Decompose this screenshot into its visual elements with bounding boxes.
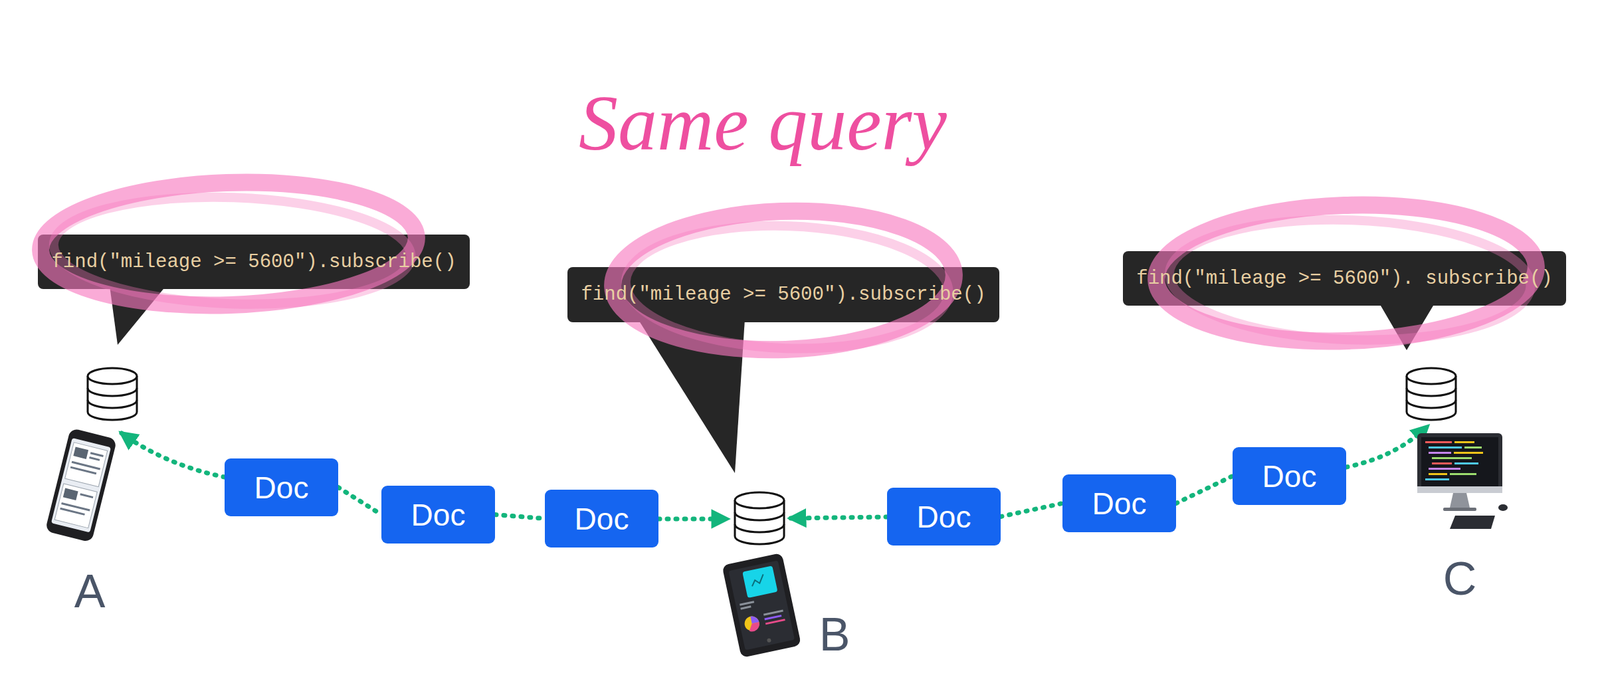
code-text: find("mileage >= 5600").subscribe() [51,251,456,274]
tablet-icon [721,552,802,658]
database-icon [734,492,785,545]
phone-icon [45,427,118,543]
doc-label: Doc [411,497,466,533]
title: Same query [578,78,947,169]
doc-label: Doc [574,500,630,537]
sync-arrow [1346,426,1428,468]
doc-box: Doc [224,458,339,517]
code-callout: find("mileage >= 5600"). subscribe() [1122,251,1567,306]
sync-line [1176,476,1233,504]
callout-tail [637,318,745,474]
doc-label: Doc [1262,458,1317,495]
doc-box: Doc [544,489,659,548]
doc-label: Doc [916,499,972,535]
sync-arrow [658,516,727,522]
callout-tail [1378,302,1436,351]
sync-line [495,514,545,519]
highlight-scribble [1122,251,1130,258]
doc-label: Doc [254,469,309,506]
device-label: C [1443,552,1478,606]
scribble-loop [51,191,413,311]
highlight-scribble [37,234,45,242]
highlight-scribble [567,267,575,274]
computer-icon [1417,433,1508,529]
sync-arrow [121,433,225,478]
code-callout: find("mileage >= 5600").subscribe() [567,267,1000,323]
doc-box: Doc [381,485,496,544]
doc-box: Doc [887,487,1001,546]
sync-line [1000,503,1063,517]
database-icon [87,368,137,420]
device-label: A [74,564,106,618]
code-text: find("mileage >= 5600"). subscribe() [1136,267,1553,290]
sync-arrow [790,516,888,519]
doc-box: Doc [1232,447,1347,505]
doc-box: Doc [1062,474,1177,533]
scribble-loop [38,176,419,312]
code-text: find("mileage >= 5600").subscribe() [580,283,986,306]
database-icon [1406,368,1456,420]
code-callout: find("mileage >= 5600").subscribe() [37,234,470,290]
sync-line [338,487,382,515]
callout-tail [109,285,167,345]
device-label: B [819,607,851,662]
doc-label: Doc [1092,485,1147,522]
scribble-loop [610,205,957,356]
